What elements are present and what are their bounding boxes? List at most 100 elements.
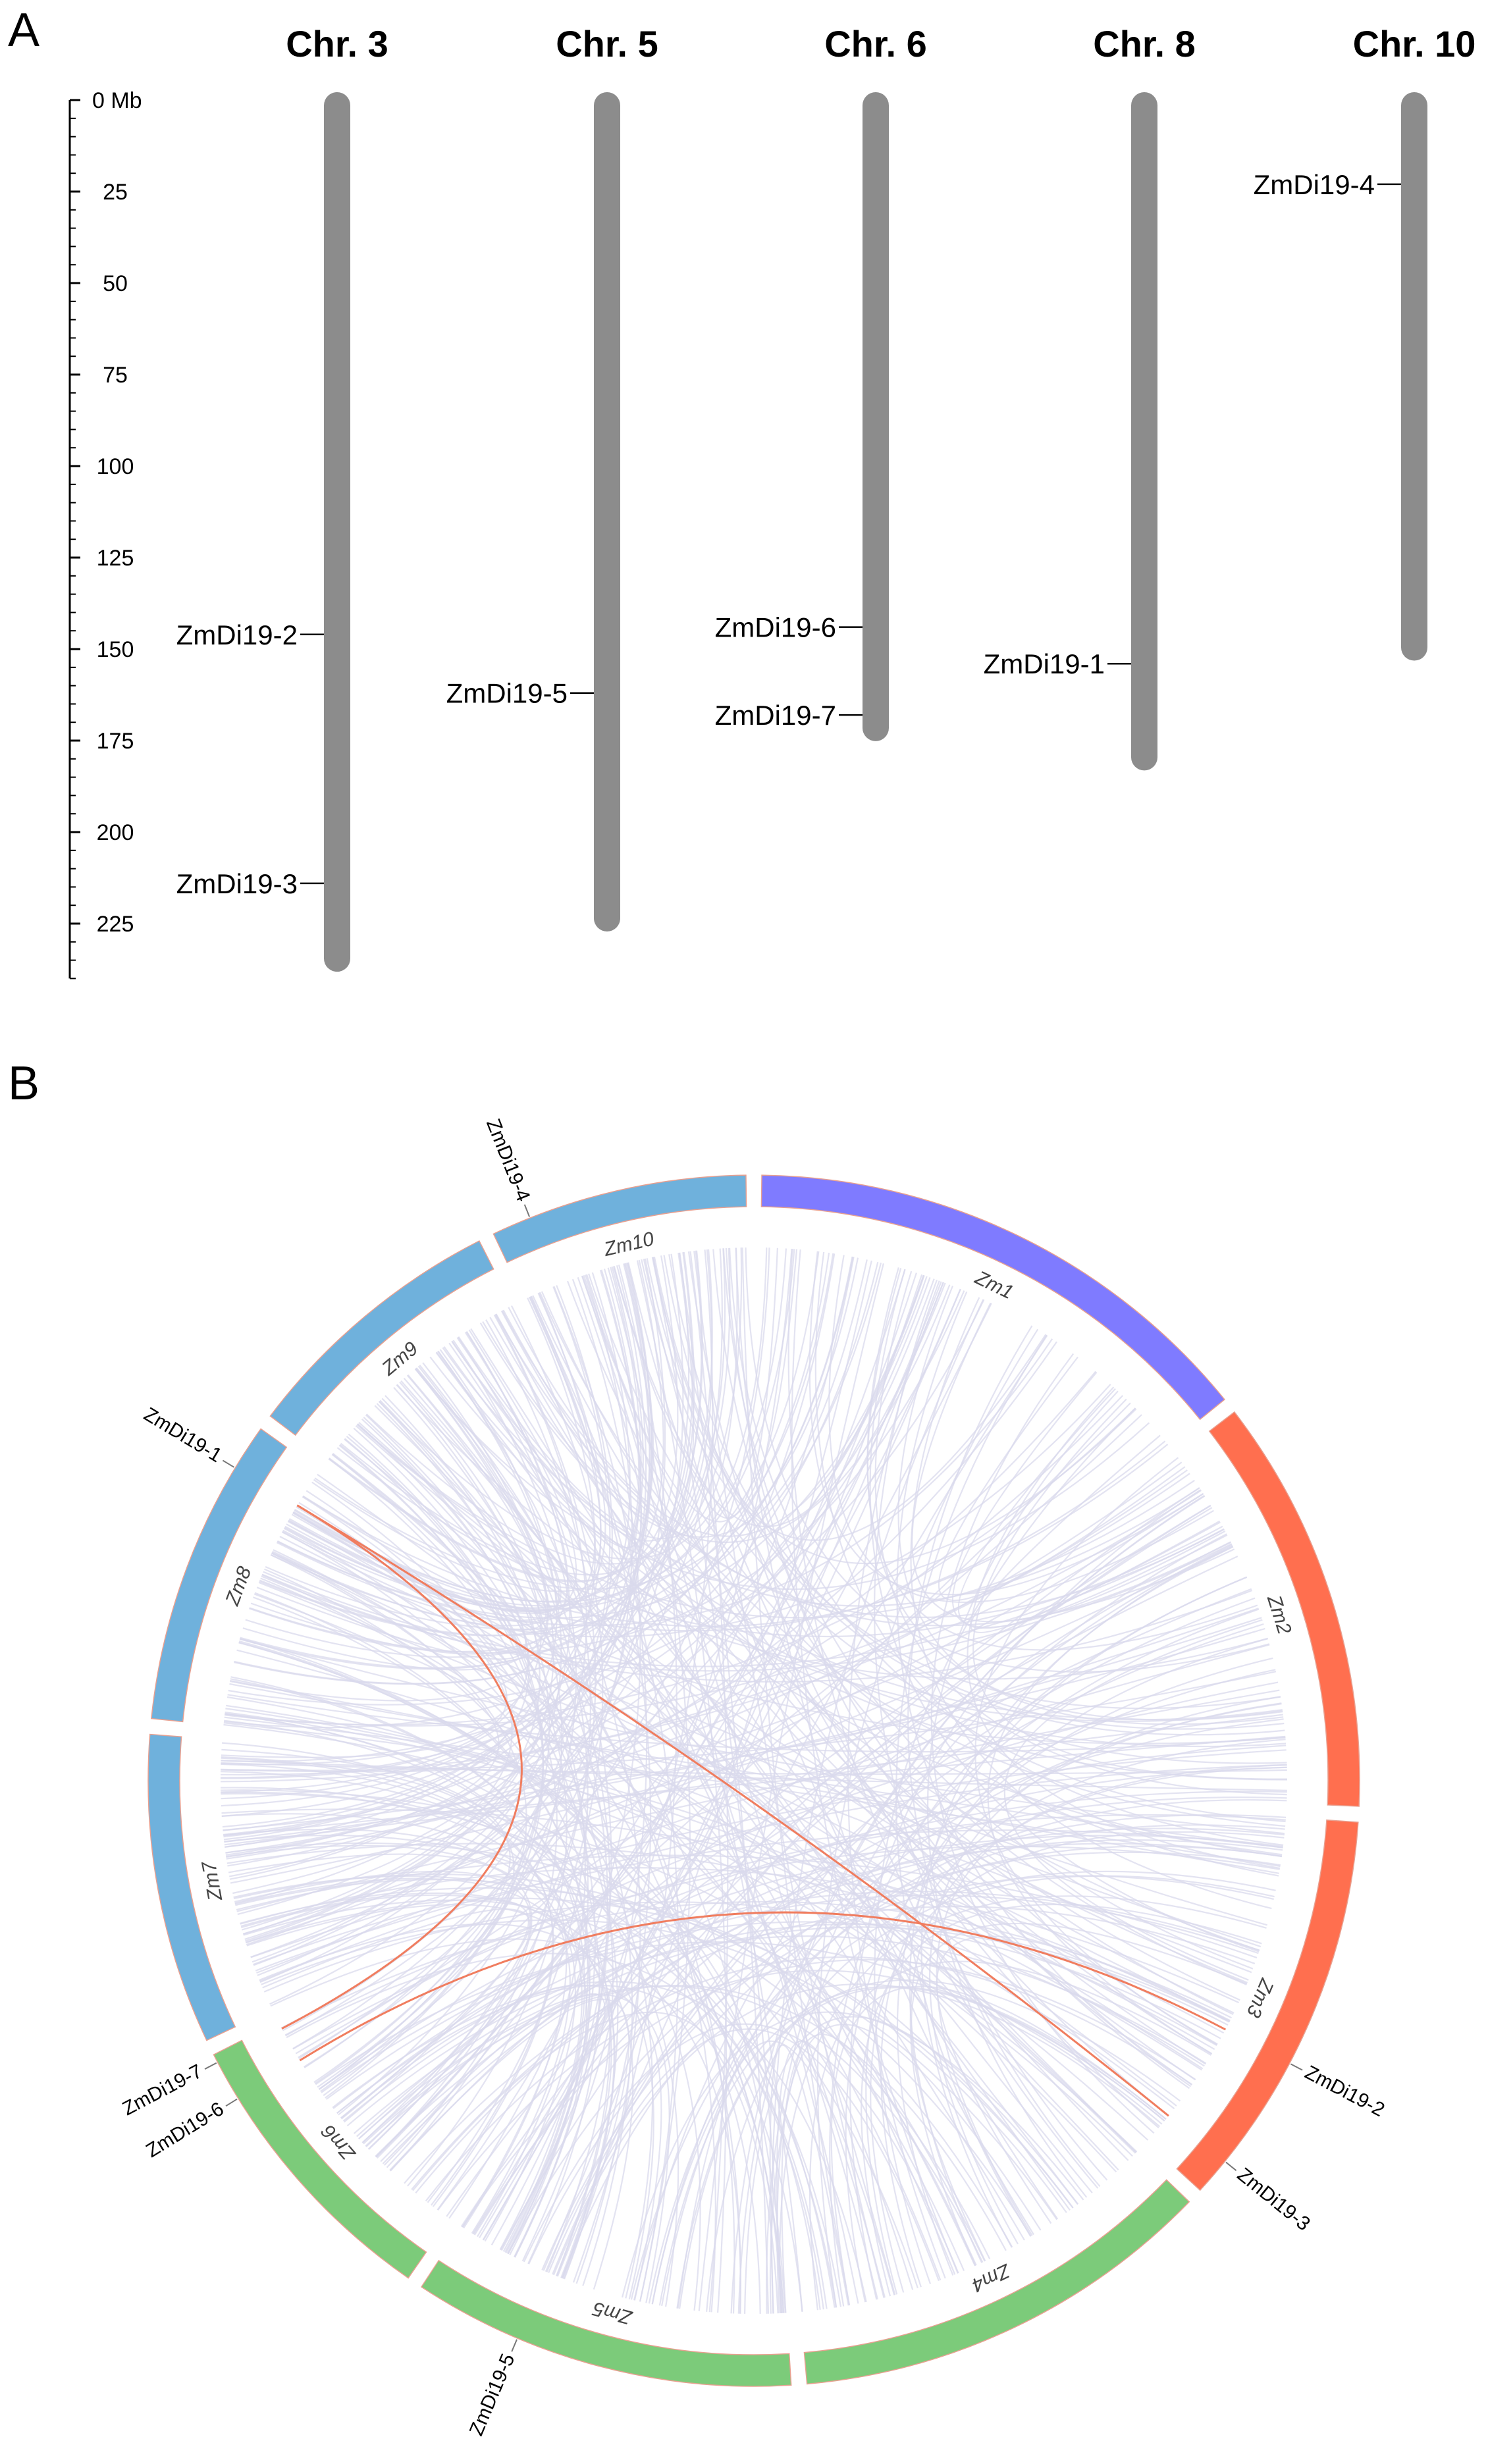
synteny-link: [970, 1434, 1221, 1633]
synteny-link: [936, 1935, 1231, 2224]
synteny-link: [612, 1266, 1287, 1764]
synteny-link: [456, 1337, 1093, 2193]
synteny-link: [460, 1507, 1213, 2227]
synteny-link: [861, 1903, 1262, 2297]
synteny-link: [298, 1414, 1142, 2058]
synteny-link: [240, 1894, 654, 2299]
synteny-link: [317, 1473, 1136, 2154]
segment-zm1: [760, 1174, 1225, 1421]
synteny-link: [588, 1273, 1279, 1877]
synteny-link: [223, 1723, 1133, 2157]
synteny-link: [897, 1285, 1284, 1725]
chromosome-title: Chr. 8: [1093, 23, 1196, 65]
gene-label: ZmDi19-3: [1233, 2164, 1314, 2235]
synteny-link: [221, 1791, 583, 2250]
scale-tick-label: 75: [103, 363, 128, 388]
segment-zm9: [269, 1240, 494, 1436]
synteny-link: [220, 1276, 928, 1779]
synteny-link: [221, 1762, 1287, 1775]
synteny-link: [225, 1842, 1013, 2248]
chromosome-bar: [1131, 92, 1157, 771]
panel-b: B Zm1Zm2Zm3Zm4Zm5Zm6Zm7Zm8Zm9Zm10ZmDi19-…: [8, 1057, 1388, 2439]
gene-tick: [1290, 2063, 1303, 2071]
segment-zm2: [1208, 1411, 1360, 1807]
synteny-link: [1003, 1619, 1263, 1981]
segment-label: Zm1: [971, 1267, 1017, 1303]
scale-tick-label: 225: [97, 912, 134, 937]
synteny-link: [245, 1493, 1204, 1943]
synteny-link: [974, 1457, 1218, 2046]
synteny-link: [223, 1417, 530, 1836]
synteny-link: [246, 1362, 554, 1946]
synteny-link: [552, 1983, 1161, 2276]
synteny-link: [227, 1694, 1286, 1753]
synteny-link: [277, 1338, 1053, 1627]
synteny-link: [336, 1984, 779, 2314]
synteny-link: [874, 1407, 1136, 2284]
synteny-link: [866, 1267, 1283, 1721]
synteny-link: [225, 1712, 1175, 2110]
synteny-link: [221, 1787, 837, 2308]
synteny-link: [221, 1272, 631, 1807]
synteny-link: [521, 1286, 648, 2262]
duplication-link: [299, 1911, 1227, 2062]
synteny-link: [987, 1546, 1234, 2055]
synteny-link: [226, 1696, 1138, 2153]
synteny-link: [849, 1488, 1202, 2300]
synteny-link: [400, 1380, 1079, 2205]
synteny-link: [468, 1329, 878, 2300]
synteny-link: [583, 1249, 798, 1523]
synteny-link: [353, 1427, 586, 2228]
synteny-link: [276, 1292, 606, 1621]
synteny-link: [972, 1398, 1288, 1780]
synteny-link: [221, 1261, 879, 1762]
synteny-link: [556, 1334, 1048, 2277]
chromosome-bar: [863, 92, 889, 741]
gene-label: ZmDi19-6: [142, 2098, 227, 2162]
scale-tick-label: 150: [97, 637, 134, 662]
segment-label: Zm9: [377, 1338, 422, 1380]
synteny-link: [845, 1702, 1282, 2303]
synteny-links: [220, 1247, 1288, 2314]
synteny-link: [869, 1269, 1260, 1953]
synteny-link: [443, 1277, 643, 1549]
gene-label: ZmDi19-2: [1301, 2061, 1388, 2121]
synteny-link: [581, 1275, 803, 2312]
synteny-link: [446, 1487, 1200, 2217]
segment-zm7: [147, 1733, 236, 2041]
synteny-link: [245, 1897, 1074, 2209]
synteny-link: [651, 1669, 1276, 2305]
synteny-link: [809, 1251, 1204, 1596]
synteny-link: [766, 1533, 1227, 2314]
synteny-link: [279, 1536, 1262, 1948]
gene-label: ZmDi19-6: [715, 612, 836, 643]
gene-label: ZmDi19-7: [715, 700, 836, 731]
synteny-link: [252, 1285, 613, 1963]
chromosome-bar: [324, 92, 350, 972]
scale-tick-label: 200: [97, 820, 134, 845]
synteny-link: [223, 1349, 558, 1831]
synteny-link: [374, 1405, 1119, 2170]
scale-tick-label: 175: [97, 729, 134, 754]
synteny-link: [375, 1281, 942, 2158]
gene-tick: [523, 1204, 531, 1217]
synteny-link: [436, 1351, 1287, 1748]
synteny-link: [270, 1554, 654, 2299]
synteny-link: [929, 1696, 1281, 2245]
synteny-link: [448, 1278, 641, 2219]
synteny-link: [259, 1350, 562, 1983]
synteny-link: [641, 1259, 1047, 1541]
synteny-link: [285, 1253, 836, 2037]
scale-tick-label: 100: [97, 454, 134, 479]
synteny-link: [829, 1576, 1248, 2307]
synteny-link: [677, 2040, 895, 2309]
synteny-link: [221, 1381, 542, 1766]
segment-zm5: [420, 2259, 792, 2387]
circos-plot: Zm1Zm2Zm3Zm4Zm5Zm6Zm7Zm8Zm9Zm10ZmDi19-4Z…: [119, 1116, 1389, 2439]
synteny-link: [633, 1544, 1233, 2301]
synteny-link: [291, 1332, 577, 1615]
